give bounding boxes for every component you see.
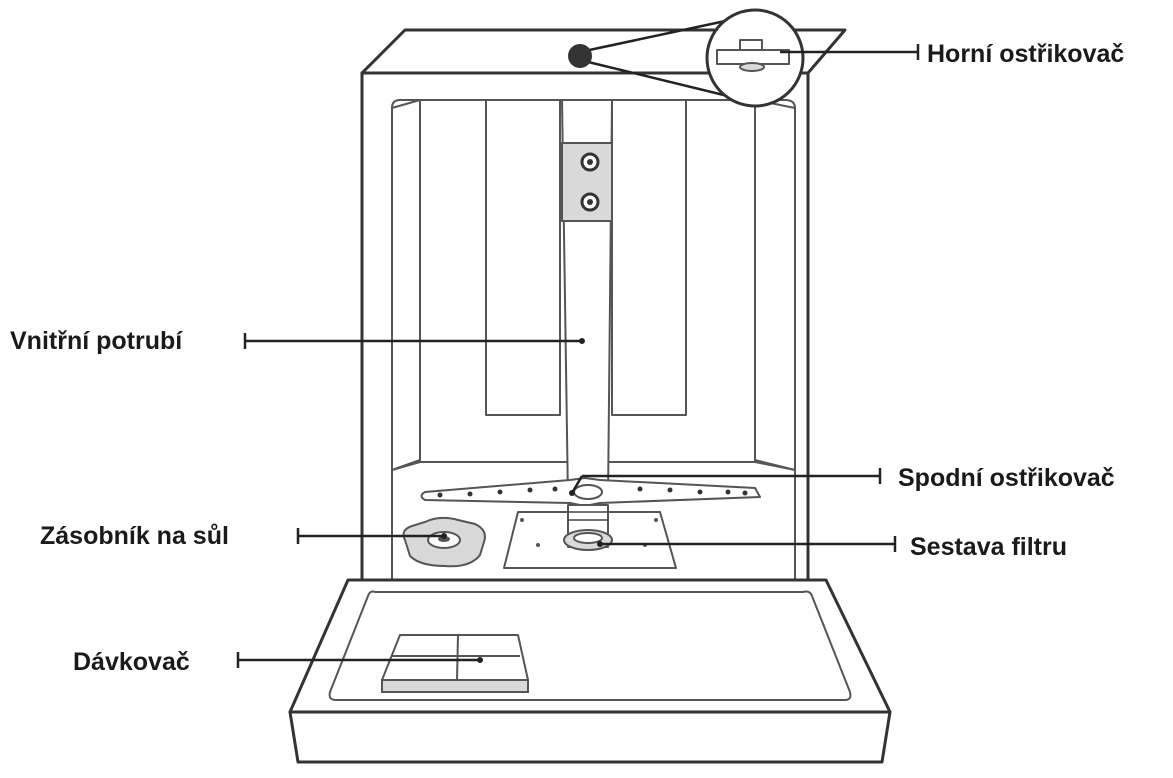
tub-left-wall xyxy=(391,99,421,471)
back-panel-left xyxy=(485,99,561,416)
dispenser-lid xyxy=(381,634,529,681)
leader-dispenser xyxy=(236,652,483,668)
spray-arm-holes xyxy=(437,486,748,498)
dispenser-front xyxy=(381,679,529,693)
label-dispenser: Dávkovač xyxy=(73,648,190,676)
leader-filter-assembly xyxy=(597,536,897,552)
label-salt-container: Zásobník na sůl xyxy=(40,522,229,550)
spray-arm-hub xyxy=(573,484,603,500)
callout-dot xyxy=(568,44,592,68)
upper-spray-arm-mount xyxy=(739,39,763,51)
leader-salt-container xyxy=(296,528,447,544)
door-front-edge xyxy=(288,710,892,764)
callout-cone-top xyxy=(579,18,731,54)
leader-inner-pipe xyxy=(243,333,585,349)
leader-lower-spray-arm xyxy=(569,468,882,496)
tub-right-wall xyxy=(754,99,796,471)
filter-cap xyxy=(573,532,603,544)
label-filter-assembly: Sestava filtru xyxy=(910,533,1068,561)
pipe-hole-top-center xyxy=(587,159,593,165)
pipe-hole-bottom-center xyxy=(587,199,593,205)
back-panel-right xyxy=(611,99,687,416)
upper-spray-arm-hub xyxy=(739,62,765,72)
label-inner-pipe: Vnitřní potrubí xyxy=(10,327,183,355)
leader-upper-spray-arm xyxy=(780,44,920,60)
label-lower-spray-arm: Spodní ostřikovač xyxy=(898,464,1115,492)
callout-cone-bottom xyxy=(579,58,737,100)
upper-spray-arm-zoom xyxy=(716,49,790,65)
label-upper-spray-arm: Horní ostřikovač xyxy=(927,40,1125,68)
